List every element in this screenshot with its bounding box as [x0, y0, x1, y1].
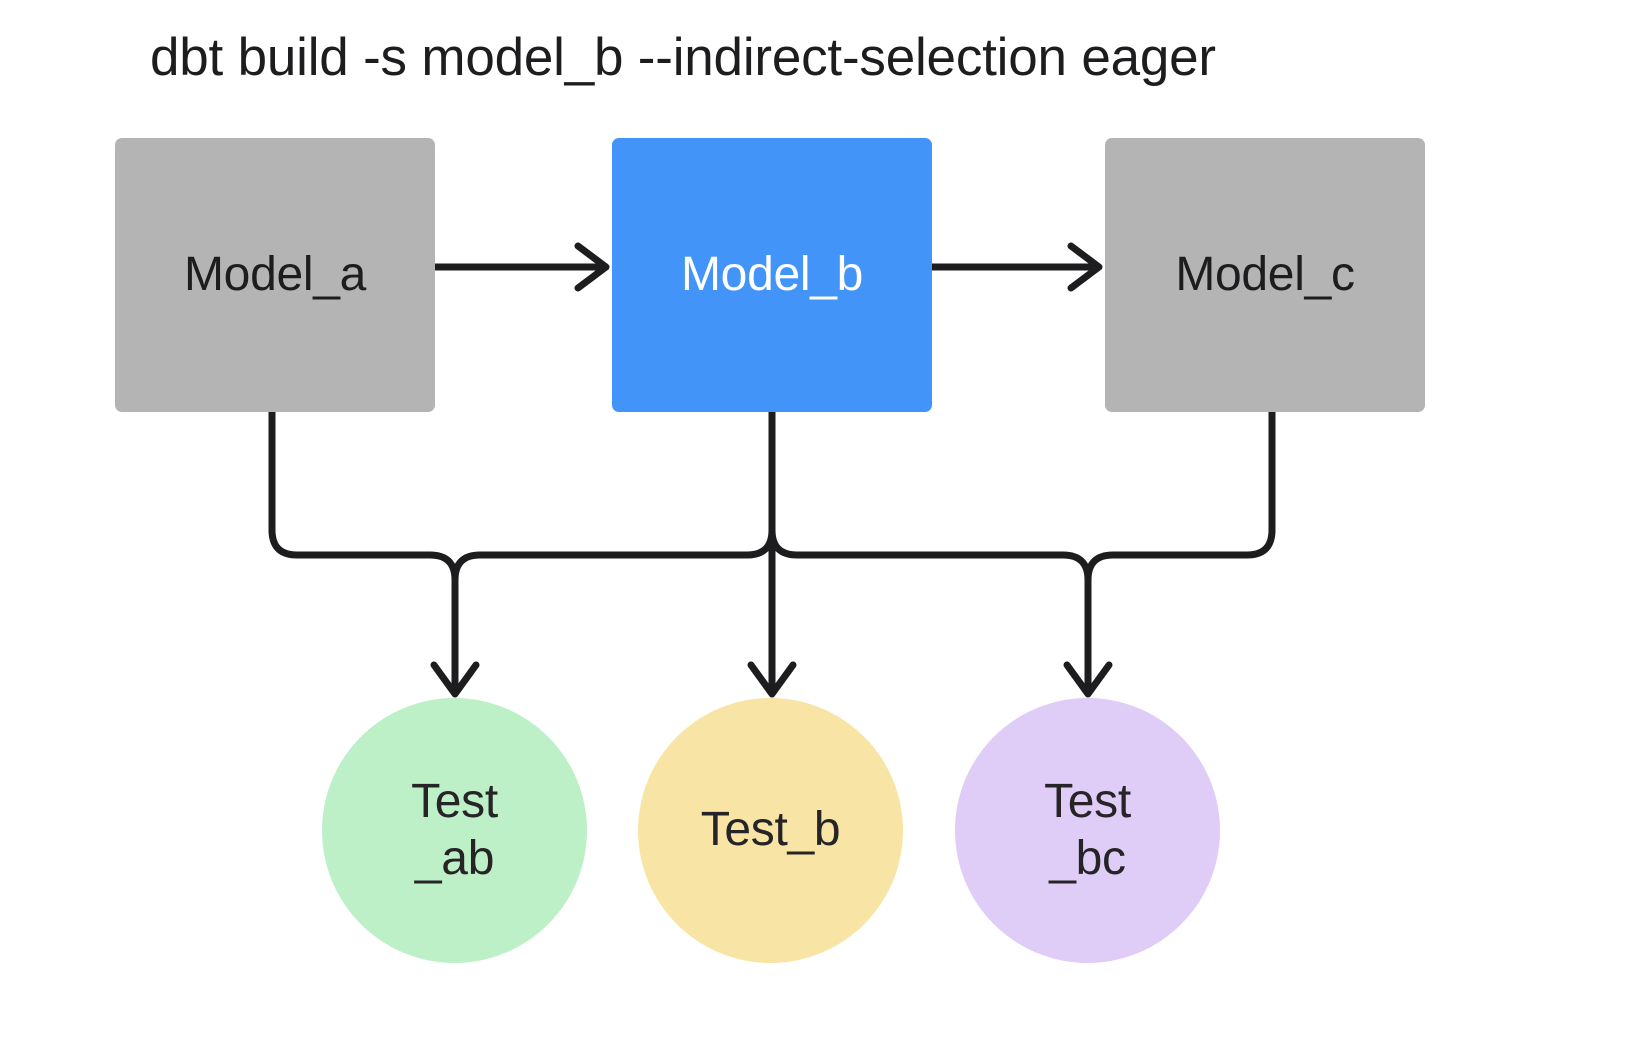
arrowhead-test-ab-in	[430, 661, 480, 698]
edge-model-b-to-test-bc	[768, 529, 1092, 581]
node-test-b[interactable]: Test_b	[638, 698, 903, 963]
edge-model-a-to-test-ab	[268, 412, 459, 690]
node-test-bc-label: Test _bc	[1044, 774, 1131, 885]
node-model-c[interactable]: Model_c	[1105, 138, 1425, 412]
page-title: dbt build -s model_b --indirect-selectio…	[150, 28, 1216, 87]
node-test-ab-label: Test _ab	[411, 774, 498, 885]
arrowhead-model-b-in	[574, 242, 610, 292]
edge-model-c-to-test-bc	[1084, 412, 1276, 690]
node-model-a-label: Model_a	[183, 248, 367, 301]
node-model-b-label: Model_b	[680, 248, 864, 301]
arrowhead-model-c-in	[1067, 242, 1103, 292]
node-model-b[interactable]: Model_b	[612, 138, 932, 412]
arrowhead-test-bc-in	[1063, 661, 1113, 698]
edge-model-b-to-test-ab	[451, 529, 776, 581]
node-test-ab[interactable]: Test _ab	[322, 698, 587, 963]
node-model-a[interactable]: Model_a	[115, 138, 435, 412]
node-test-b-label: Test_b	[700, 803, 841, 857]
arrowhead-test-b-in	[747, 661, 797, 698]
node-model-c-label: Model_c	[1175, 248, 1355, 301]
node-test-bc[interactable]: Test _bc	[955, 698, 1220, 963]
